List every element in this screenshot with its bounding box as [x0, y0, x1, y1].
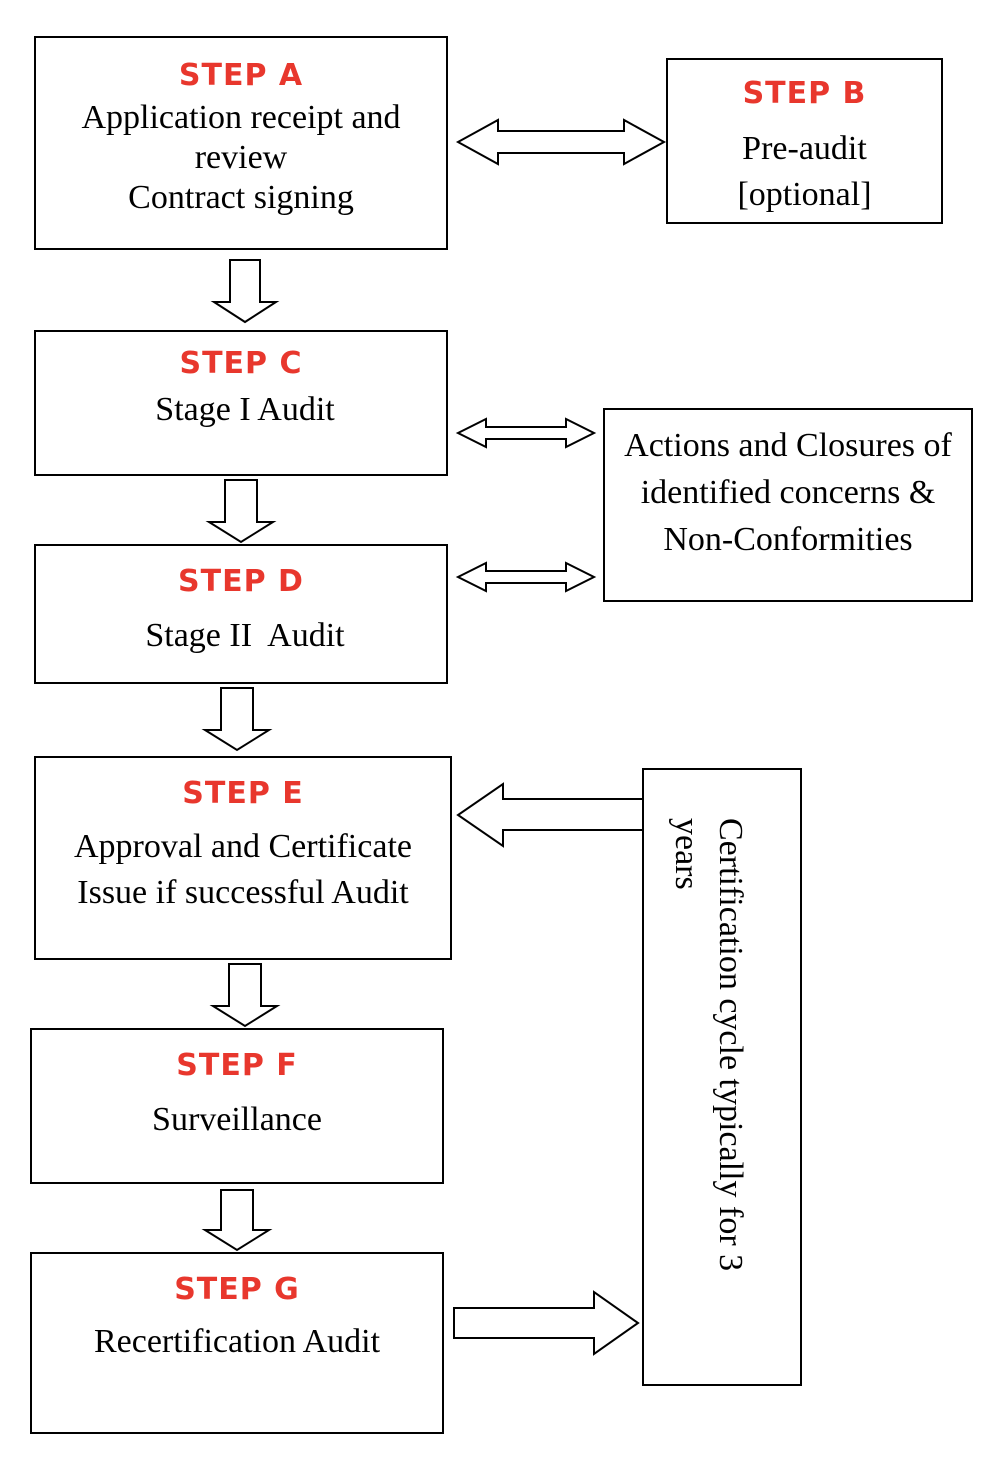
g-to-cycle-right-arrow-icon	[453, 1290, 640, 1356]
c-actions-double-arrow-icon	[455, 417, 597, 449]
step-c-box: STEP C Stage I Audit	[34, 330, 448, 476]
step-e-label: STEP E	[182, 776, 304, 811]
c-d-down-arrow-icon	[205, 479, 277, 544]
step-d-label: STEP D	[178, 564, 304, 599]
step-g-box: STEP G Recertification Audit	[30, 1252, 444, 1434]
a-c-down-arrow-icon	[210, 259, 280, 324]
step-d-box: STEP D Stage II Audit	[34, 544, 448, 684]
step-f-text: Surveillance	[152, 1101, 322, 1138]
step-a-box: STEP A Application receipt and review Co…	[34, 36, 448, 250]
step-c-label: STEP C	[179, 346, 303, 381]
step-g-text: Recertification Audit	[93, 1323, 381, 1360]
step-f-label: STEP F	[176, 1048, 298, 1083]
step-c-text: Stage I Audit	[155, 391, 335, 428]
e-f-down-arrow-icon	[209, 963, 281, 1028]
d-actions-double-arrow-icon	[455, 561, 597, 593]
step-b-text: Pre-audit [optional]	[737, 130, 872, 213]
step-a-text: Application receipt and review Contract …	[81, 99, 401, 216]
step-b-box: STEP B Pre-audit [optional]	[666, 58, 943, 224]
a-b-double-arrow-icon	[455, 118, 667, 166]
step-b-label: STEP B	[742, 76, 867, 111]
step-f-box: STEP F Surveillance	[30, 1028, 444, 1184]
actions-closures-text: Actions and Closures of identified conce…	[624, 427, 952, 558]
step-d-text: Stage II Audit	[145, 617, 345, 654]
step-e-text: Approval and Certificate Issue if succes…	[74, 828, 412, 911]
d-e-down-arrow-icon	[201, 687, 273, 752]
f-g-down-arrow-icon	[201, 1189, 273, 1252]
certification-cycle-box	[642, 768, 802, 1386]
step-a-label: STEP A	[178, 58, 304, 93]
cycle-to-e-left-arrow-icon	[456, 782, 642, 848]
step-g-label: STEP G	[174, 1272, 300, 1307]
actions-closures-box: Actions and Closures of identified conce…	[603, 408, 973, 602]
step-e-box: STEP E Approval and Certificate Issue if…	[34, 756, 452, 960]
